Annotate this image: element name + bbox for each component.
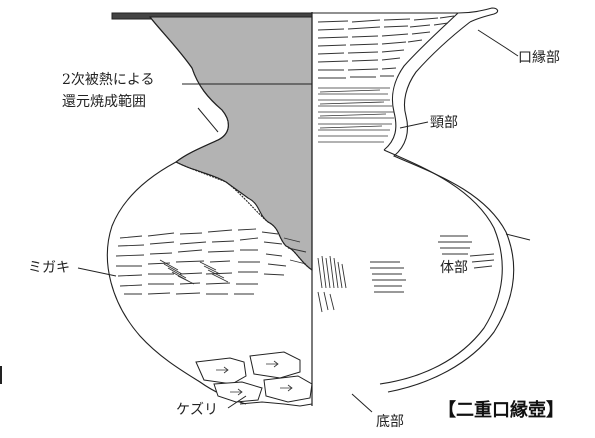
scrape-marks	[195, 351, 313, 407]
neck-hatching	[318, 87, 394, 143]
polish-marks	[115, 228, 307, 295]
diagram-title: 【二重口縁壺】	[438, 399, 564, 421]
reduction-edge	[175, 161, 313, 271]
leader-body	[505, 233, 531, 241]
leader-reduction	[197, 107, 219, 133]
scrape-arrows	[216, 360, 293, 396]
neck-inner	[383, 12, 459, 151]
leader-neck	[399, 121, 429, 129]
leader-base	[351, 393, 373, 413]
outer-wall	[387, 21, 515, 393]
leader-scrape	[227, 395, 247, 409]
label-polish: ミガキ	[28, 260, 70, 276]
leader-polish	[77, 267, 117, 277]
inner-wall	[379, 149, 503, 385]
reduction-area	[148, 16, 313, 272]
exterior-half	[106, 12, 313, 407]
label-body: 体部	[440, 260, 468, 276]
leader-lines	[77, 29, 531, 413]
label-scrape: ケズリ	[176, 402, 218, 418]
rim-brush-marks	[317, 15, 455, 79]
leader-rim	[477, 29, 519, 57]
label-base: 底部	[376, 414, 404, 430]
section-half	[312, 7, 515, 393]
label-neck: 頸部	[430, 115, 458, 131]
label-reduction-area-line1: 2次被熱による	[62, 72, 155, 88]
rim-section	[312, 7, 499, 23]
label-reduction-area-line2: 還元焼成範囲	[62, 93, 146, 110]
body-brush-marks	[317, 235, 495, 313]
label-rim: 口縁部	[518, 50, 560, 66]
